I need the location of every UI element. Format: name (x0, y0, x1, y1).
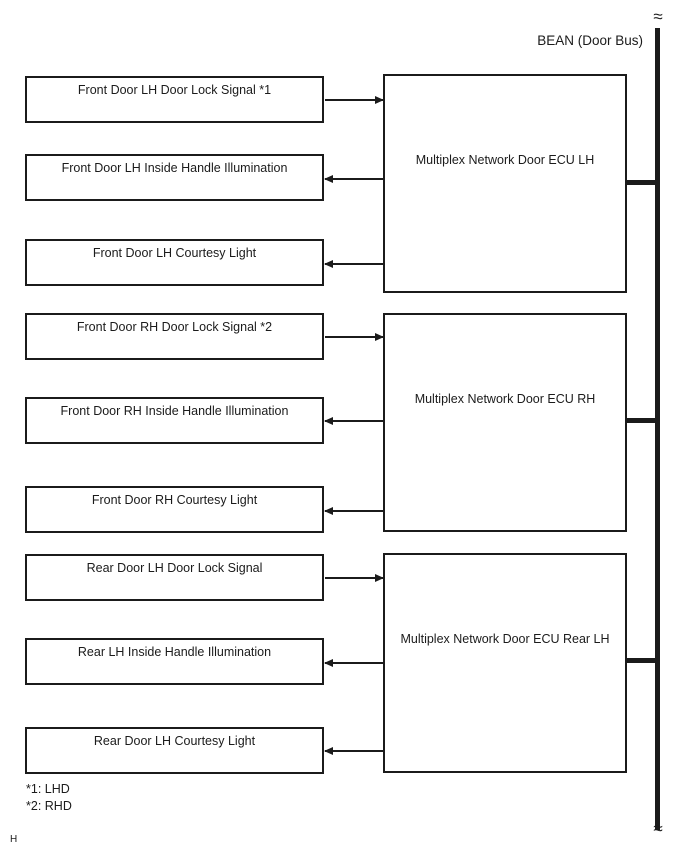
signal-box-label: Front Door LH Door Lock Signal *1 (77, 83, 272, 97)
footnote-1: *1: LHD (26, 782, 70, 796)
arrow-left-icon (324, 417, 333, 425)
signal-arrow-to-ecu (325, 96, 384, 104)
signal-box-rear-lh-door-lock: Rear Door LH Door Lock Signal (25, 554, 324, 601)
arrow-line (325, 750, 383, 752)
arrow-right-icon (375, 574, 384, 582)
bus-break-bottom-icon: ≈ (653, 819, 663, 838)
ecu-box-lh-label: Multiplex Network Door ECU LH (415, 152, 595, 167)
signal-arrow-to-ecu (325, 333, 384, 341)
ecu-box-rear-lh: Multiplex Network Door ECU Rear LH (383, 553, 627, 773)
arrow-line (325, 662, 383, 664)
page-marker: H (10, 834, 18, 845)
arrow-line (325, 420, 383, 422)
signal-box-front-lh-handle-illumination: Front Door LH Inside Handle Illumination (25, 154, 324, 201)
ecu-box-lh: Multiplex Network Door ECU LH (383, 74, 627, 293)
signal-box-label: Front Door RH Door Lock Signal *2 (76, 320, 273, 334)
arrow-line (325, 577, 383, 579)
signal-box-front-lh-courtesy-light: Front Door LH Courtesy Light (25, 239, 324, 286)
signal-box-rear-lh-courtesy-light: Rear Door LH Courtesy Light (25, 727, 324, 774)
ecu-box-rh: Multiplex Network Door ECU RH (383, 313, 627, 532)
arrow-line (325, 178, 383, 180)
signal-box-label: Front Door RH Courtesy Light (91, 493, 258, 507)
signal-box-label: Front Door RH Inside Handle Illumination (60, 404, 289, 418)
ecu-box-rear-lh-label: Multiplex Network Door ECU Rear LH (400, 632, 610, 646)
signal-box-label: Rear LH Inside Handle Illumination (77, 645, 272, 659)
arrow-line (325, 510, 383, 512)
arrow-left-icon (324, 260, 333, 268)
arrow-left-icon (324, 659, 333, 667)
signal-arrow-from-ecu (324, 260, 383, 268)
ecu-box-rh-label: Multiplex Network Door ECU RH (414, 391, 596, 406)
signal-arrow-from-ecu (324, 507, 383, 515)
arrow-left-icon (324, 747, 333, 755)
signal-arrow-from-ecu (324, 659, 383, 667)
arrow-left-icon (324, 507, 333, 515)
signal-arrow-from-ecu (324, 747, 383, 755)
signal-arrow-to-ecu (325, 574, 384, 582)
bus-label: BEAN (Door Bus) (537, 33, 643, 48)
signal-arrow-from-ecu (324, 175, 383, 183)
bus-break-top-icon: ≈ (653, 7, 663, 26)
bean-bus-line (655, 28, 660, 830)
footnotes: *1: LHD *2: RHD (26, 781, 72, 815)
signal-box-label: Front Door LH Courtesy Light (92, 246, 257, 260)
ecu-lh-bus-connector (625, 180, 657, 185)
ecu-rear-lh-bus-connector (625, 658, 657, 663)
arrow-line (325, 99, 383, 101)
signal-box-front-rh-handle-illumination: Front Door RH Inside Handle Illumination (25, 397, 324, 444)
arrow-left-icon (324, 175, 333, 183)
signal-box-label: Front Door LH Inside Handle Illumination (61, 161, 288, 175)
arrow-right-icon (375, 333, 384, 341)
signal-box-label: Rear Door LH Courtesy Light (93, 734, 256, 748)
signal-box-front-rh-courtesy-light: Front Door RH Courtesy Light (25, 486, 324, 533)
arrow-right-icon (375, 96, 384, 104)
signal-arrow-from-ecu (324, 417, 383, 425)
arrow-line (325, 263, 383, 265)
signal-box-rear-lh-handle-illumination: Rear LH Inside Handle Illumination (25, 638, 324, 685)
footnote-2: *2: RHD (26, 799, 72, 813)
arrow-line (325, 336, 383, 338)
signal-box-label: Rear Door LH Door Lock Signal (86, 561, 263, 575)
signal-box-front-lh-door-lock: Front Door LH Door Lock Signal *1 (25, 76, 324, 123)
ecu-rh-bus-connector (625, 418, 657, 423)
signal-box-front-rh-door-lock: Front Door RH Door Lock Signal *2 (25, 313, 324, 360)
